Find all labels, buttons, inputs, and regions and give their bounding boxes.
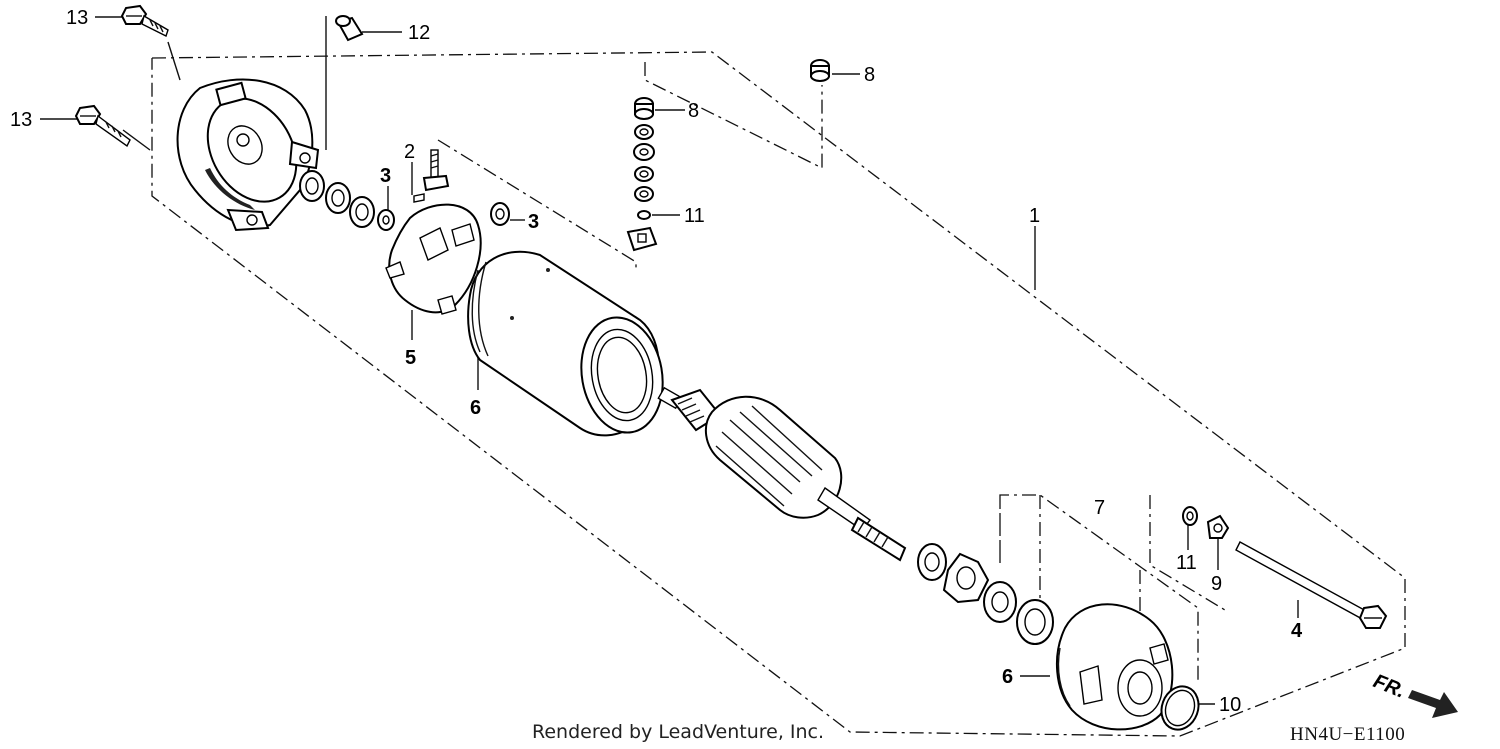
callout-3-right: 3 xyxy=(528,211,539,233)
leader-lines xyxy=(40,16,1299,705)
direction-label: FR. xyxy=(1370,670,1408,702)
callout-1: 1 xyxy=(1029,205,1040,227)
callout-8-detached: 8 xyxy=(864,64,875,86)
through-bolt-4 xyxy=(1235,541,1388,629)
washer-stack-rear xyxy=(299,170,375,228)
callout-3-left: 3 xyxy=(380,165,391,187)
assembly-boundary xyxy=(151,51,1406,737)
screw-2 xyxy=(413,149,450,203)
callout-2: 2 xyxy=(404,141,415,163)
rear-end-cover xyxy=(176,78,320,232)
bushing-12 xyxy=(335,15,364,42)
callout-11-stack: 11 xyxy=(684,205,705,227)
front-direction-arrow xyxy=(1408,690,1458,718)
nut-8-detached xyxy=(810,59,830,82)
callout-6-yoke: 6 xyxy=(470,397,481,419)
washer-3-left xyxy=(377,209,395,231)
front-washer xyxy=(917,543,947,581)
diagram-code: HN4U−E1100 xyxy=(1290,724,1405,745)
washer-11-right xyxy=(1182,506,1198,526)
callout-labels: 13 13 12 2 3 3 5 6 8 8 11 1 7 11 9 4 6 1… xyxy=(10,7,1303,716)
lock-retainer xyxy=(942,552,990,604)
bolt-13-lower xyxy=(74,104,131,148)
callout-10: 10 xyxy=(1219,694,1241,716)
o-ring-10 xyxy=(1160,685,1200,731)
callout-12: 12 xyxy=(408,22,430,44)
brush-holder-plate-5 xyxy=(385,203,482,315)
callout-5: 5 xyxy=(405,347,416,369)
callout-4: 4 xyxy=(1291,620,1303,642)
callout-11-right: 11 xyxy=(1176,552,1197,574)
terminal-nut-stack xyxy=(626,97,658,252)
armature xyxy=(657,386,907,562)
callout-8-stack: 8 xyxy=(688,100,699,122)
callout-6-front: 6 xyxy=(1002,666,1013,688)
oil-seal xyxy=(1016,599,1054,645)
front-cover-7 xyxy=(1055,603,1174,731)
callout-9: 9 xyxy=(1211,573,1222,595)
callout-7: 7 xyxy=(1094,497,1105,519)
bearing xyxy=(983,581,1017,623)
callout-13-upper: 13 xyxy=(66,7,88,29)
nut-9 xyxy=(1206,514,1230,539)
callout-13-lower: 13 xyxy=(10,109,32,131)
render-credit: Rendered by LeadVenture, Inc. xyxy=(532,721,824,743)
motor-yoke-6 xyxy=(467,250,664,437)
bolt-13-upper xyxy=(120,4,169,37)
washer-3-right xyxy=(490,202,510,226)
